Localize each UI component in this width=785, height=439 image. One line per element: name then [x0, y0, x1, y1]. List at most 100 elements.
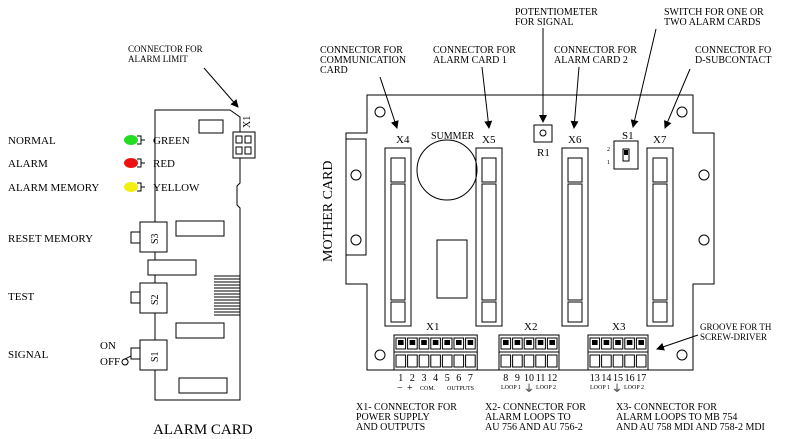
- terminal-plus-label: +: [407, 383, 413, 394]
- x7-label: X7: [653, 134, 667, 146]
- terminal-x1-id: X1: [426, 321, 439, 333]
- terminal-number: 16: [625, 373, 635, 384]
- mounting-hole: [698, 169, 710, 181]
- terminal-loop2-label: LOOP 2: [536, 385, 556, 391]
- terminal-clamp: [395, 354, 407, 368]
- terminal-clamp: [407, 354, 418, 368]
- x3-description-line-3: AND AU 758 MDI AND 758-2 MDI: [616, 422, 765, 433]
- terminal-number: 14: [601, 373, 611, 384]
- terminal-number: 10: [524, 373, 534, 384]
- red-led-icon: [124, 158, 138, 168]
- signal-label: SIGNAL: [8, 349, 49, 361]
- terminal-number: 3: [422, 373, 427, 384]
- terminal-number: 4: [433, 373, 438, 384]
- terminal-number: 2: [410, 373, 415, 384]
- led-alarm-color: RED: [153, 158, 175, 170]
- led-alarm: ALARM RED: [8, 158, 175, 170]
- mother-card: MOTHER CARD CONNECTOR FOR COMMUNICATION …: [320, 7, 772, 433]
- connector-latch: [567, 157, 583, 183]
- mounting-hole: [374, 106, 386, 118]
- x6-callout-line-2: ALARM CARD 2: [554, 55, 628, 66]
- s2-label: S2: [150, 294, 161, 305]
- x2-description-line-3: AU 756 AND AU 756-2: [485, 422, 583, 433]
- s1-label: S1: [150, 351, 161, 362]
- alarm-limit-callout-line-1: CONNECTOR FOR: [128, 44, 203, 54]
- s1-leader: [630, 28, 657, 128]
- mounting-hole: [676, 106, 688, 118]
- chip: [175, 220, 225, 237]
- terminal-clamp: [612, 354, 624, 368]
- terminal-number: 13: [590, 373, 600, 384]
- led-normal-label: NORMAL: [8, 135, 56, 147]
- switch-test: TEST S2: [8, 282, 168, 314]
- mounting-hole: [350, 234, 362, 246]
- x5-leader: [481, 66, 493, 129]
- x3-description-line-2: ALARM LOOPS TO MB 754: [616, 412, 737, 423]
- r1-label: R1: [537, 147, 550, 159]
- led-alarm-label: ALARM: [8, 158, 48, 170]
- s1-position-1: 1: [607, 160, 610, 166]
- x1-pin: [244, 146, 252, 155]
- x1-pin: [244, 135, 252, 144]
- terminal-x3-id: X3: [612, 321, 626, 333]
- connector-latch: [481, 301, 497, 323]
- alarm-card-title: ALARM CARD: [153, 422, 253, 438]
- groove-callout-line-1: GROOVE FOR TH: [700, 322, 772, 332]
- card-connectors: [384, 147, 674, 327]
- terminal-clamp: [523, 354, 535, 368]
- x1-pin: [235, 135, 243, 144]
- connector-slot: [390, 183, 406, 301]
- connector-latch: [652, 301, 668, 323]
- terminal-loop1-label: LOOP 1: [501, 385, 521, 391]
- s1-switch: [139, 339, 168, 371]
- terminal-clamp: [512, 354, 523, 368]
- green-led-icon: [124, 135, 138, 145]
- connector-latch: [390, 301, 406, 323]
- earth-ground-icon: ⏚: [524, 383, 534, 395]
- terminal-number: 15: [613, 373, 623, 384]
- ic-chip: [436, 239, 468, 299]
- terminal-clamp: [465, 354, 476, 368]
- x5-callout-line-2: ALARM CARD 1: [433, 55, 507, 66]
- connector-latch: [390, 157, 406, 183]
- earth-ground-icon: ⏚: [612, 383, 622, 395]
- x7-callout-line-1: CONNECTOR FO: [695, 45, 771, 56]
- terminal-number: 9: [515, 373, 520, 384]
- x4-callout-line-3: CARD: [320, 65, 348, 76]
- terminal-number: 17: [636, 373, 646, 384]
- x5-label: X5: [482, 134, 496, 146]
- connector-slot: [481, 183, 497, 301]
- terminal-clamp: [546, 354, 558, 368]
- terminal-x2-id: X2: [524, 321, 537, 333]
- summer-icon: [416, 139, 478, 201]
- yellow-led-icon: [124, 182, 138, 192]
- terminal-clamp: [500, 354, 512, 368]
- terminal-clamp: [601, 354, 612, 368]
- x4-callout-line-1: CONNECTOR FOR: [320, 45, 403, 56]
- terminal-outputs-label: OUTPUTS: [447, 386, 474, 392]
- x4-label: X4: [396, 134, 410, 146]
- push-button-icon: [130, 291, 141, 304]
- x2-description-line-1: X2- CONNECTOR FOR: [485, 402, 586, 413]
- groove-leader: [656, 334, 699, 351]
- s1-label-mother: S1: [622, 130, 634, 142]
- mother-card-title: MOTHER CARD: [321, 160, 336, 262]
- connector-latch: [567, 301, 583, 323]
- x1-pin: [235, 146, 243, 155]
- r1-callout-line-1: POTENTIOMETER: [515, 7, 598, 18]
- terminal-minus-label: −: [397, 383, 403, 394]
- x6-label: X6: [568, 134, 582, 146]
- terminal-number: 12: [547, 373, 557, 384]
- terminal-clamp: [430, 354, 441, 368]
- chip: [147, 259, 197, 276]
- terminal-number: 8: [503, 373, 508, 384]
- s2-switch: [139, 282, 168, 314]
- connector-slot: [567, 183, 583, 301]
- x6-leader: [570, 66, 580, 129]
- terminal-clamp: [635, 354, 647, 368]
- terminal-number: 1: [398, 373, 403, 384]
- terminal-number: 11: [536, 373, 546, 384]
- led-normal-color: GREEN: [153, 135, 190, 147]
